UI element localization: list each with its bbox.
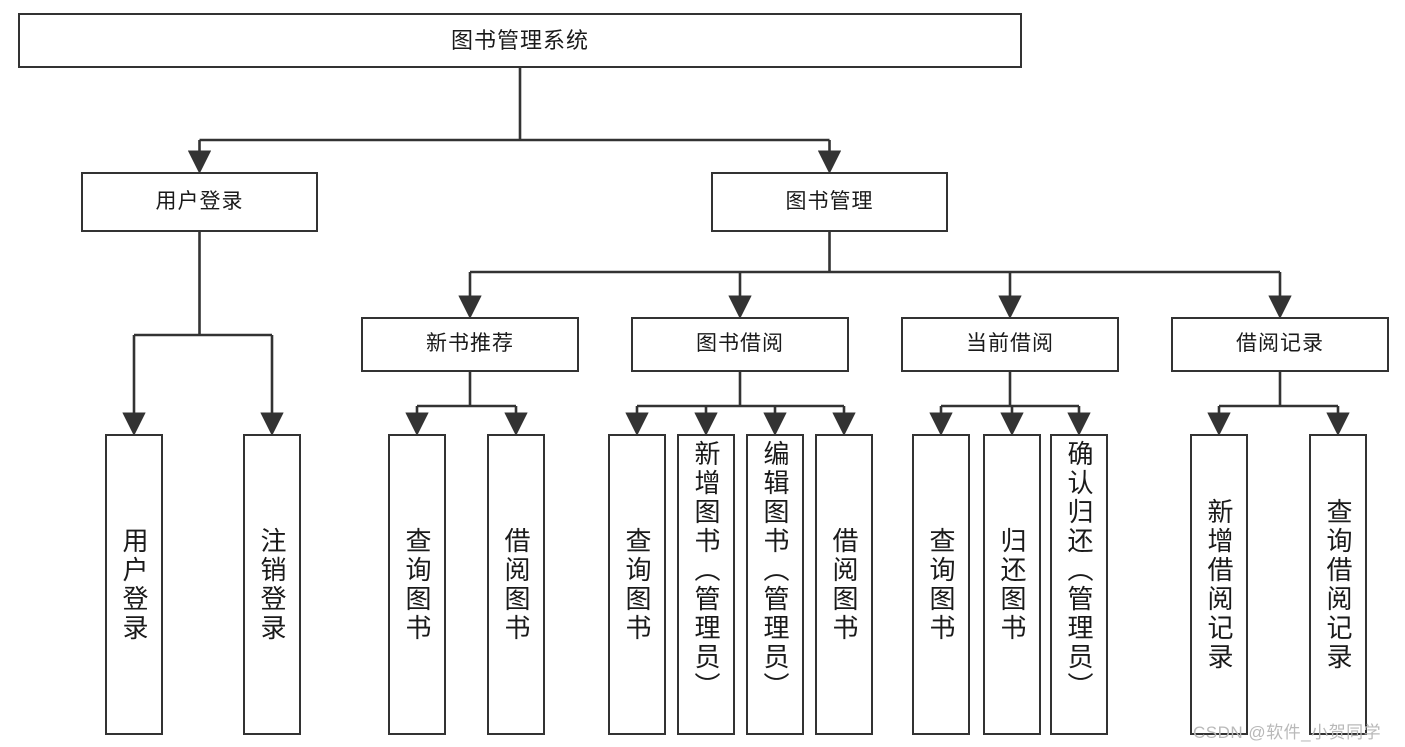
leaf-add-book-admin[interactable]: 新增图书（管理员） — [677, 434, 735, 735]
watermark: CSDN @软件_小贺同学 — [1193, 723, 1382, 742]
node-book-borrow[interactable]: 图书借阅 — [631, 317, 849, 372]
leaf-query-borrow-record-label: 查询借阅记录 — [1323, 497, 1353, 672]
node-borrow-records-label: 借阅记录 — [1236, 332, 1324, 356]
leaf-return-book[interactable]: 归还图书 — [983, 434, 1041, 735]
leaf-query-book-label: 查询图书 — [622, 526, 652, 643]
node-book-management[interactable]: 图书管理 — [711, 172, 948, 232]
leaf-query-borrow-record[interactable]: 查询借阅记录 — [1309, 434, 1367, 735]
node-current-borrow[interactable]: 当前借阅 — [901, 317, 1119, 372]
leaf-user-login-label: 用户登录 — [119, 526, 149, 643]
leaf-borrow-book-recommend-label: 借阅图书 — [501, 526, 531, 643]
leaf-query-book-current-label: 查询图书 — [926, 526, 956, 643]
leaf-edit-book-admin-label: 编辑图书（管理员） — [760, 440, 790, 701]
leaf-add-book-admin-label: 新增图书（管理员） — [691, 440, 721, 701]
leaf-user-login[interactable]: 用户登录 — [105, 434, 163, 735]
leaf-query-book[interactable]: 查询图书 — [608, 434, 666, 735]
leaf-borrow-book-label: 借阅图书 — [829, 526, 859, 643]
node-current-borrow-label: 当前借阅 — [966, 332, 1054, 356]
leaf-edit-book-admin[interactable]: 编辑图书（管理员） — [746, 434, 804, 735]
leaf-logout-login[interactable]: 注销登录 — [243, 434, 301, 735]
node-user-login-label: 用户登录 — [155, 189, 244, 213]
leaf-return-book-label: 归还图书 — [997, 526, 1027, 643]
node-user-login[interactable]: 用户登录 — [81, 172, 318, 232]
leaf-query-book-recommend[interactable]: 查询图书 — [388, 434, 446, 735]
leaf-add-borrow-record[interactable]: 新增借阅记录 — [1190, 434, 1248, 735]
node-borrow-records[interactable]: 借阅记录 — [1171, 317, 1389, 372]
node-new-book-recommend[interactable]: 新书推荐 — [361, 317, 579, 372]
leaf-confirm-return-admin-label: 确认归还（管理员） — [1064, 440, 1094, 701]
leaf-borrow-book[interactable]: 借阅图书 — [815, 434, 873, 735]
leaf-query-book-recommend-label: 查询图书 — [402, 526, 432, 643]
node-book-borrow-label: 图书借阅 — [696, 332, 784, 356]
leaf-logout-login-label: 注销登录 — [257, 526, 287, 643]
leaf-query-book-current[interactable]: 查询图书 — [912, 434, 970, 735]
node-book-management-label: 图书管理 — [785, 189, 874, 213]
node-root[interactable]: 图书管理系统 — [18, 13, 1022, 68]
node-new-book-recommend-label: 新书推荐 — [426, 332, 514, 356]
leaf-add-borrow-record-label: 新增借阅记录 — [1204, 497, 1234, 672]
leaf-borrow-book-recommend[interactable]: 借阅图书 — [487, 434, 545, 735]
node-root-label: 图书管理系统 — [450, 27, 589, 53]
leaf-confirm-return-admin[interactable]: 确认归还（管理员） — [1050, 434, 1108, 735]
